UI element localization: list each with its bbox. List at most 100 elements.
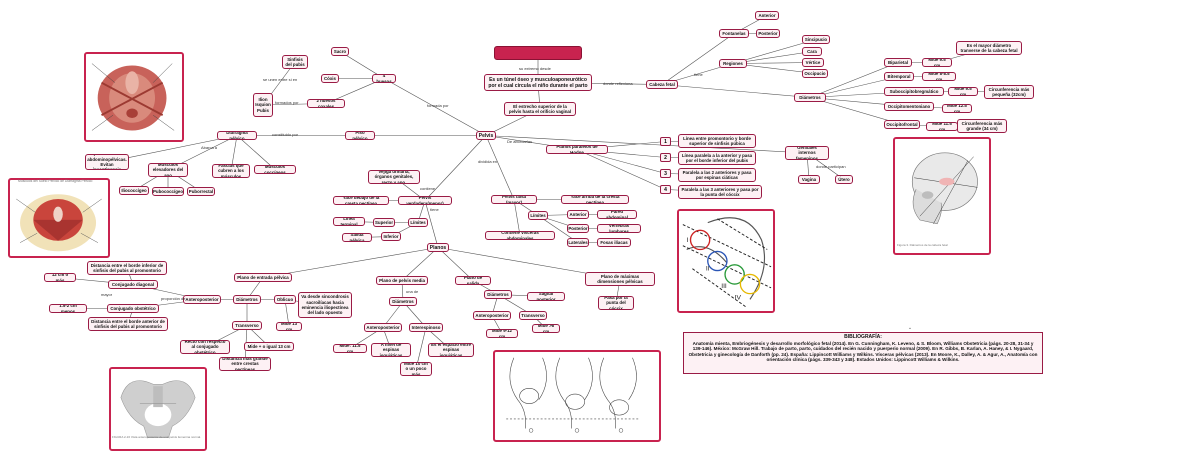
outlet-plane-node[interactable]: Plano de salida <box>455 276 491 285</box>
anterior-distance-node[interactable]: Distancia entre el borde anterior de sín… <box>88 317 168 331</box>
midpelvis-plane-node[interactable]: Plano de pelvis media <box>376 276 428 285</box>
measure-13-equal-node[interactable]: Mide + o igual 13 cm <box>244 342 294 351</box>
inlet-transverse-node[interactable]: Transverso <box>232 321 262 330</box>
measure-9-12-node[interactable]: Mide 9-12 cm <box>486 329 518 338</box>
mid-diameters-node[interactable]: Diámetros <box>389 297 417 306</box>
pelvic-diaphragm-node[interactable]: Diafragma pélvico <box>217 131 257 140</box>
oblique-node[interactable]: Oblicuo <box>274 295 296 304</box>
diagonal-conjugate-node[interactable]: Conjugado diagonal <box>108 280 158 289</box>
inferior-distance-node[interactable]: Distancia entre el borde inferior de sín… <box>87 261 167 275</box>
pelvic-floor-node[interactable]: Piso pélvico <box>345 131 375 140</box>
hodge-plane-4-node[interactable]: Paralela a las 3 anteriores y pasa por l… <box>678 185 762 199</box>
largest-circumference-node[interactable]: Circunferencia más grande (34 cm) <box>957 119 1007 133</box>
twelve-cm-node[interactable]: 12 cm o más <box>44 273 76 282</box>
pubococcygeus-node[interactable]: Pubococcígeo <box>152 187 184 196</box>
iliococcygeus-node[interactable]: Iliococcígeo <box>119 186 149 195</box>
spines-level-node[interactable]: A nivel de espinas isquiáticas <box>371 343 411 357</box>
less-15-node[interactable]: 1.5-2 cm menos <box>49 304 87 313</box>
interspinous-space-node[interactable]: Es el espacio entre espinas isquiáticas <box>428 343 474 357</box>
support-viscera-node[interactable]: Soportan vísceras abdominopélvicas. Evit… <box>85 154 129 170</box>
coccyx-node[interactable]: Cóxis <box>321 74 339 83</box>
abdominal-wall-node[interactable]: Pared abdominal <box>597 210 637 219</box>
uterus-node[interactable]: Útero <box>835 175 853 184</box>
biparietal-node[interactable]: Biparietal <box>884 58 912 67</box>
occipitomental-node[interactable]: Occipitomentoniano <box>884 102 934 111</box>
measure-95-node[interactable]: Mide 9.5 cm <box>922 58 952 67</box>
sacrum-node[interactable]: Sacro <box>331 47 349 56</box>
true-pelvis-limits-node[interactable]: Límites <box>408 218 428 227</box>
outlet-transverse-node[interactable]: Transverso <box>519 311 547 320</box>
map-title[interactable] <box>494 46 582 60</box>
coxal-bones-node[interactable]: 2 huesos coxales <box>307 99 345 108</box>
pelvic-outlet-node[interactable]: Salida pélvica <box>342 233 372 242</box>
posterior-fontanelle-node[interactable]: Posterior <box>756 29 780 38</box>
hodge-plane-1-node[interactable]: Línea entre promontorio y borde superior… <box>678 134 756 148</box>
levator-ani-node[interactable]: Músculos elevadores del ano <box>148 163 188 177</box>
suboccipitobregmatic-node[interactable]: Suboccipitobregmático <box>884 87 944 96</box>
measure-8-85-node[interactable]: Mide 8-8.5 cm <box>922 72 956 81</box>
coccygeus-node[interactable]: Músculos coccígeos <box>254 165 296 174</box>
occiput-node[interactable]: Occipucio <box>802 69 828 78</box>
inlet-anteroposterior-node[interactable]: Anteroposterior <box>183 295 221 304</box>
false-pelvis-node[interactable]: Pelvis falsa (mayor) <box>491 195 537 204</box>
inlet-diameters-node[interactable]: Diámetros <box>233 295 261 304</box>
hodge-plane-2-node[interactable]: Línea paralela a la anterior y pasa por … <box>678 151 756 165</box>
vertex-node[interactable]: Vértice <box>802 58 824 67</box>
sinciput-node[interactable]: Sincipucio <box>802 35 830 44</box>
largest-transverse-node[interactable]: Es el mayor diámetro tranverse de la cab… <box>956 41 1022 55</box>
ilion-isquion-pubis-node[interactable]: Ilion Isquion Pubis <box>253 93 273 117</box>
pelvis-node[interactable]: Pelvis <box>476 131 496 140</box>
max-dimensions-plane-node[interactable]: Plano de máximas dimensiones pélvicas <box>585 272 655 286</box>
lumbar-vertebrae-node[interactable]: Vértebras lumbares <box>597 224 641 233</box>
mid-anteroposterior-node[interactable]: Anteroposterior <box>364 323 402 332</box>
measure-125-node[interactable]: Mide 12.5 cm <box>942 104 972 113</box>
fontanelles-node[interactable]: Fontanelas <box>719 29 749 38</box>
measure-10-node[interactable]: Mide 10 cm o un poco más <box>400 362 432 376</box>
internal-genitals-node[interactable]: Genitales internos femeninos <box>785 146 829 160</box>
largest-distance-node[interactable]: Distancia más grande entre crestas pectí… <box>219 357 271 371</box>
abdominal-viscera-node[interactable]: Contiene vísceras abdominales <box>485 231 555 240</box>
face-node[interactable]: Cara <box>802 47 822 56</box>
perpendicular-node[interactable]: Recto con respecto al conjugado obstétri… <box>180 340 230 354</box>
measure-8-node[interactable]: Mide >8 cm <box>532 324 560 333</box>
true-pelvis-node[interactable]: Pelvis verdadera(menor) <box>398 196 452 205</box>
puborectalis-node[interactable]: Puborrectal <box>187 187 215 196</box>
hodge-planes-node[interactable]: Planos paralelos de Hodge <box>546 145 608 154</box>
bitemporal-node[interactable]: Bitemporal <box>884 72 914 81</box>
outlet-diameters-node[interactable]: Diámetros <box>484 290 512 299</box>
measure-13-node[interactable]: Mide 13 cm <box>276 322 302 331</box>
anterior-fontanelle-node[interactable]: Anterior <box>755 11 779 20</box>
measure-115-head-node[interactable]: Mide 11.5 cm <box>926 122 958 131</box>
occipitofrontal-node[interactable]: Occipitofrontal <box>884 120 920 129</box>
sagittal-posterior-node[interactable]: Sagital posterior <box>527 292 565 301</box>
measure-115-node[interactable]: Mide: 11.5 cm <box>333 344 367 353</box>
false-pelvis-limits-node[interactable]: Límites <box>528 211 548 220</box>
collapse-toggle[interactable]: ⌄ <box>907 325 913 331</box>
pubic-symphysis-node[interactable]: Sinfisis del pubis <box>282 55 308 69</box>
definition-node[interactable]: Es un túnel óseo y musculoaponeurótico p… <box>484 74 592 91</box>
posterior-limit-node[interactable]: Posterior <box>567 224 589 233</box>
measure-95b-node[interactable]: Mide 9.5 cm <box>948 87 978 96</box>
vagina-node[interactable]: Vagina <box>798 175 820 184</box>
anterior-limit-node[interactable]: Anterior <box>567 210 589 219</box>
hodge-plane-3-node[interactable]: Paralela a las 2 anteriores y pasa por e… <box>678 168 756 182</box>
smallest-circumference-node[interactable]: Circunferencia más pequeña (32cm) <box>984 85 1034 99</box>
oblique-description-node[interactable]: Va desde sincondrosis sacroilíacas hacia… <box>298 292 352 318</box>
fetal-head-node[interactable]: Cabeza fetal <box>646 80 678 89</box>
regions-node[interactable]: Regiones <box>719 59 747 68</box>
outlet-anteroposterior-node[interactable]: Anteroposterior <box>473 311 511 320</box>
four-bones-node[interactable]: 4 huesos <box>372 74 396 83</box>
below-pectineal-node[interactable]: Yace debajo de la cresta pectínea <box>333 196 389 205</box>
inlet-plane-node[interactable]: Plano de entrada pélvica <box>234 273 292 282</box>
obstetric-conjugate-node[interactable]: Conjugado obstétrico <box>107 304 159 313</box>
pelvic-contents-node[interactable]: Vejiga urinaria, órganos genitales, rect… <box>368 170 420 184</box>
superior-node[interactable]: Superior <box>373 218 395 227</box>
upper-strait-node[interactable]: El estrecho superior de la pelvis hasta … <box>504 102 576 116</box>
iliac-fossae-node[interactable]: Fosas ilíacas <box>597 238 631 247</box>
inferior-node[interactable]: Inferior <box>381 232 401 241</box>
interspinous-node[interactable]: Interespinoso <box>409 323 443 332</box>
above-pectineal-node[interactable]: Yace arriba de la cresta pectínea <box>561 195 629 204</box>
bibliography-node[interactable]: BIBLIOGRAFÍA: Anatomía mienta, Embriogén… <box>683 332 1043 374</box>
lateral-limits-node[interactable]: Laterales <box>567 238 589 247</box>
terminal-line-node[interactable]: Línea terminal <box>333 217 365 226</box>
